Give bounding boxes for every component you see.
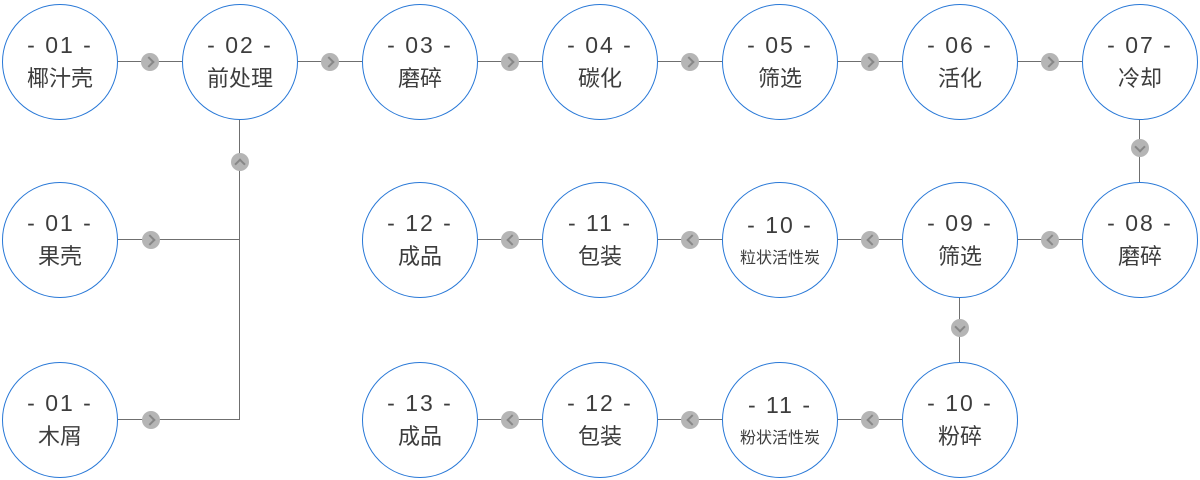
flow-node-grinding-2: - 08 - 磨碎 bbox=[1082, 182, 1198, 298]
chevron-right-icon bbox=[142, 231, 160, 249]
step-label: 粉碎 bbox=[937, 424, 982, 450]
step-label: 筛选 bbox=[757, 66, 802, 92]
chevron-right-icon bbox=[321, 53, 339, 71]
step-label: 活化 bbox=[937, 66, 982, 92]
chevron-left-icon bbox=[861, 411, 879, 429]
step-number: - 12 - bbox=[567, 389, 633, 416]
step-number: - 05 - bbox=[747, 31, 813, 58]
chevron-left-icon bbox=[681, 411, 699, 429]
step-label: 木屑 bbox=[37, 424, 82, 450]
chevron-left-icon bbox=[501, 411, 519, 429]
step-label: 包装 bbox=[577, 424, 622, 450]
flow-node-crushing: - 10 - 粉碎 bbox=[902, 362, 1018, 478]
chevron-right-icon bbox=[141, 53, 159, 71]
chevron-right-icon bbox=[681, 53, 699, 71]
step-label: 前处理 bbox=[206, 66, 273, 92]
chevron-right-icon bbox=[501, 53, 519, 71]
step-number: - 10 - bbox=[927, 389, 993, 416]
flow-node-powder-carbon: - 11 - 粉状活性炭 bbox=[722, 362, 838, 478]
step-number: - 06 - bbox=[927, 31, 993, 58]
step-label: 成品 bbox=[397, 244, 442, 270]
chevron-right-icon bbox=[142, 411, 160, 429]
chevron-up-icon bbox=[231, 153, 249, 171]
step-number: - 08 - bbox=[1107, 209, 1173, 236]
step-number: - 10 - bbox=[747, 212, 813, 239]
step-label: 筛选 bbox=[937, 244, 982, 270]
chevron-left-icon bbox=[1041, 231, 1059, 249]
step-label: 磨碎 bbox=[397, 66, 442, 92]
step-number: - 07 - bbox=[1107, 31, 1173, 58]
step-label: 冷却 bbox=[1117, 66, 1162, 92]
flow-node-cooling: - 07 - 冷却 bbox=[1082, 4, 1198, 120]
flow-node-grinding-1: - 03 - 磨碎 bbox=[362, 4, 478, 120]
chevron-right-icon bbox=[1041, 53, 1059, 71]
step-number: - 13 - bbox=[387, 389, 453, 416]
connector-line bbox=[118, 239, 240, 240]
flow-node-activation: - 06 - 活化 bbox=[902, 4, 1018, 120]
step-label: 果壳 bbox=[37, 244, 82, 270]
chevron-left-icon bbox=[681, 231, 699, 249]
step-number: - 01 - bbox=[27, 389, 93, 416]
flow-node-packaging-granular: - 11 - 包装 bbox=[542, 182, 658, 298]
step-label: 成品 bbox=[397, 424, 442, 450]
connector-line bbox=[239, 120, 240, 420]
step-number: - 11 - bbox=[568, 209, 632, 236]
flow-node-sawdust: - 01 - 木屑 bbox=[2, 362, 118, 478]
chevron-left-icon bbox=[861, 231, 879, 249]
step-number: - 12 - bbox=[387, 209, 453, 236]
step-label: 粉状活性炭 bbox=[739, 429, 820, 447]
step-number: - 04 - bbox=[567, 31, 633, 58]
flow-node-packaging-powder: - 12 - 包装 bbox=[542, 362, 658, 478]
connector-line bbox=[118, 419, 240, 420]
flow-node-finished-powder: - 13 - 成品 bbox=[362, 362, 478, 478]
step-number: - 02 - bbox=[207, 31, 273, 58]
step-number: - 03 - bbox=[387, 31, 453, 58]
step-label: 碳化 bbox=[577, 66, 622, 92]
step-label: 磨碎 bbox=[1117, 244, 1162, 270]
step-number: - 01 - bbox=[27, 209, 93, 236]
flow-node-screening-2: - 09 - 筛选 bbox=[902, 182, 1018, 298]
flow-node-screening-1: - 05 - 筛选 bbox=[722, 4, 838, 120]
flow-node-finished-granular: - 12 - 成品 bbox=[362, 182, 478, 298]
chevron-down-icon bbox=[1131, 139, 1149, 157]
step-label: 包装 bbox=[577, 244, 622, 270]
chevron-left-icon bbox=[501, 231, 519, 249]
flow-node-carbonization: - 04 - 碳化 bbox=[542, 4, 658, 120]
flow-node-fruit-shell: - 01 - 果壳 bbox=[2, 182, 118, 298]
step-number: - 11 - bbox=[748, 392, 812, 419]
step-number: - 01 - bbox=[27, 31, 93, 58]
step-label: 椰汁壳 bbox=[26, 66, 93, 92]
step-label: 粒状活性炭 bbox=[739, 249, 820, 267]
chevron-right-icon bbox=[861, 53, 879, 71]
flow-node-coconut-shell: - 01 - 椰汁壳 bbox=[2, 4, 118, 120]
flow-node-granular-carbon: - 10 - 粒状活性炭 bbox=[722, 182, 838, 298]
flow-node-pretreatment: - 02 - 前处理 bbox=[182, 4, 298, 120]
chevron-down-icon bbox=[951, 319, 969, 337]
step-number: - 09 - bbox=[927, 209, 993, 236]
